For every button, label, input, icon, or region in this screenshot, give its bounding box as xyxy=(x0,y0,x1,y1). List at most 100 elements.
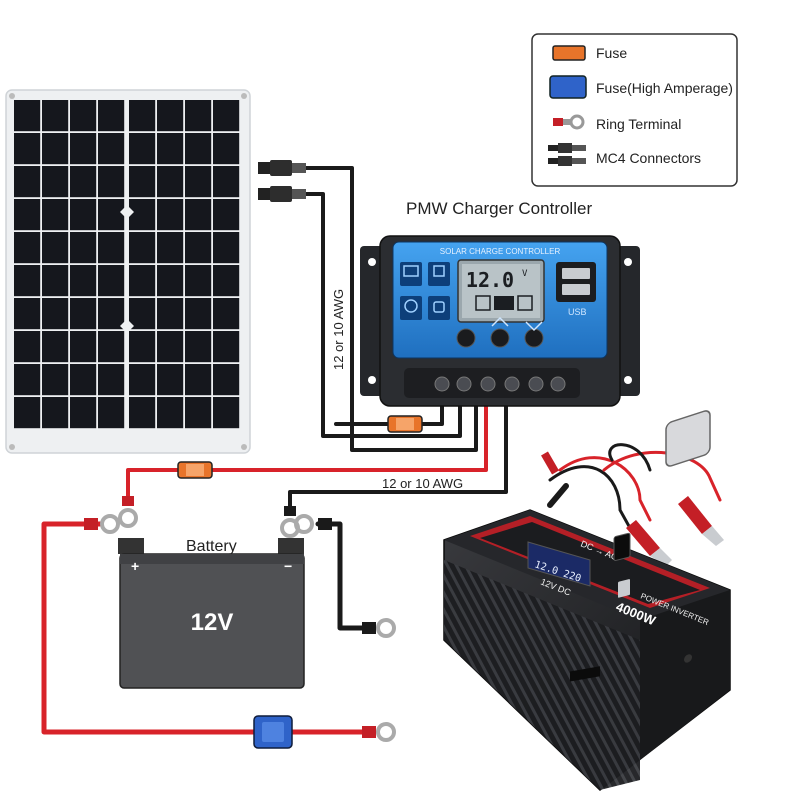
solar-cell xyxy=(213,364,240,396)
controller-terminals xyxy=(404,368,580,398)
inline-fuse-controller xyxy=(387,415,423,433)
solar-cell xyxy=(129,364,156,396)
controller-usb-ports: USB xyxy=(556,262,596,317)
solar-cell xyxy=(213,199,240,231)
solar-cell xyxy=(14,298,41,330)
solar-cell xyxy=(42,166,69,198)
battery-red-loop xyxy=(41,521,375,735)
controller-panel-title: SOLAR CHARGE CONTROLLER xyxy=(440,247,561,256)
cell-gap xyxy=(120,205,134,219)
cell-gap xyxy=(120,319,134,333)
solar-cell xyxy=(14,166,41,198)
mc4-connectors xyxy=(258,160,306,202)
legend-mc4-label: MC4 Connectors xyxy=(596,150,701,166)
solar-cell xyxy=(98,364,125,396)
controller-lcd-value: 12.0 xyxy=(466,268,514,292)
legend: Fuse Fuse(High Amperage) Ring Terminal xyxy=(531,33,738,187)
controller-lcd: 12.0 V xyxy=(457,259,545,323)
ring-terminal-battery-pos-2 xyxy=(84,514,120,534)
solar-cell xyxy=(213,133,240,165)
solar-cell xyxy=(213,232,240,264)
solar-cell xyxy=(157,100,184,132)
inverter-power-switch[interactable] xyxy=(613,532,631,561)
solar-cell xyxy=(98,199,125,231)
solar-cell xyxy=(129,133,156,165)
solar-cell xyxy=(157,298,184,330)
solar-cell xyxy=(129,397,156,429)
solar-cell xyxy=(185,364,212,396)
solar-cell xyxy=(42,298,69,330)
solar-cell xyxy=(213,100,240,132)
solar-cell xyxy=(42,133,69,165)
solar-cell xyxy=(70,298,97,330)
solar-cell xyxy=(14,265,41,297)
solar-cell xyxy=(185,100,212,132)
solar-cell xyxy=(42,232,69,264)
solar-cell xyxy=(70,331,97,363)
solar-cell xyxy=(70,397,97,429)
battery-plus: + xyxy=(131,558,139,574)
solar-cell xyxy=(157,397,184,429)
solar-cell xyxy=(14,331,41,363)
solar-cell xyxy=(129,100,156,132)
charge-controller: PMW Charger Controller SOLAR CHARGE CONT… xyxy=(360,199,640,407)
high-amperage-fuse-icon xyxy=(549,75,587,99)
solar-cell xyxy=(70,232,97,264)
power-inverter: 12.0 220 DC → AC 12V DC POWER INVERTER 4… xyxy=(443,410,731,791)
usb-label: USB xyxy=(568,307,587,317)
solar-cell xyxy=(129,166,156,198)
controller-caption: PMW Charger Controller xyxy=(406,199,592,218)
solar-cell xyxy=(129,298,156,330)
solar-cell xyxy=(213,265,240,297)
solar-cell xyxy=(213,166,240,198)
solar-cell xyxy=(98,232,125,264)
solar-cell xyxy=(157,133,184,165)
legend-high-amperage-fuse: Fuse(High Amperage) xyxy=(549,75,733,99)
wiring xyxy=(41,166,508,735)
fuse-icon xyxy=(552,45,586,61)
battery-caption: Battery xyxy=(186,538,237,555)
legend-high-amperage-label: Fuse(High Amperage) xyxy=(596,80,733,96)
legend-fuse-label: Fuse xyxy=(596,45,627,61)
solar-cell xyxy=(129,265,156,297)
solar-cell xyxy=(98,331,125,363)
solar-cell xyxy=(98,298,125,330)
controller-button-up[interactable] xyxy=(490,328,510,348)
solar-cell xyxy=(185,232,212,264)
solar-cell xyxy=(14,199,41,231)
battery: Battery + − 12V xyxy=(118,538,305,689)
solar-cell xyxy=(70,265,97,297)
mc4-connector-icon xyxy=(548,143,586,166)
solar-cell xyxy=(98,100,125,132)
ring-terminal-icon xyxy=(553,114,585,130)
solar-cell xyxy=(14,364,41,396)
controller-button-down[interactable] xyxy=(524,328,544,348)
solar-cell xyxy=(14,100,41,132)
solar-cell xyxy=(98,397,125,429)
solar-cell xyxy=(14,397,41,429)
solar-cell xyxy=(129,199,156,231)
inline-fuse-battery xyxy=(177,461,213,479)
solar-cell xyxy=(185,199,212,231)
panel-black-wire xyxy=(303,166,478,452)
high-amperage-fuse xyxy=(253,715,293,749)
inverter-usb-port[interactable] xyxy=(618,579,630,598)
legend-mc4: MC4 Connectors xyxy=(548,143,701,166)
solar-cell xyxy=(129,232,156,264)
battery-negative-wire xyxy=(288,394,508,514)
panel-black-wire-2 xyxy=(303,192,462,438)
solar-cell xyxy=(129,331,156,363)
solar-cell xyxy=(157,166,184,198)
solar-panel xyxy=(5,89,251,454)
ring-terminal-battery-neg-2 xyxy=(294,514,332,534)
solar-cell xyxy=(157,199,184,231)
controller-icon-tiles xyxy=(400,262,450,320)
controller-button-menu[interactable] xyxy=(456,328,476,348)
solar-cell xyxy=(157,232,184,264)
gauge-label-horizontal: 12 or 10 AWG xyxy=(382,476,463,491)
controller-buttons xyxy=(456,316,544,348)
solar-cell xyxy=(42,100,69,132)
ring-terminal-red-out xyxy=(362,722,396,742)
solar-cell xyxy=(70,166,97,198)
